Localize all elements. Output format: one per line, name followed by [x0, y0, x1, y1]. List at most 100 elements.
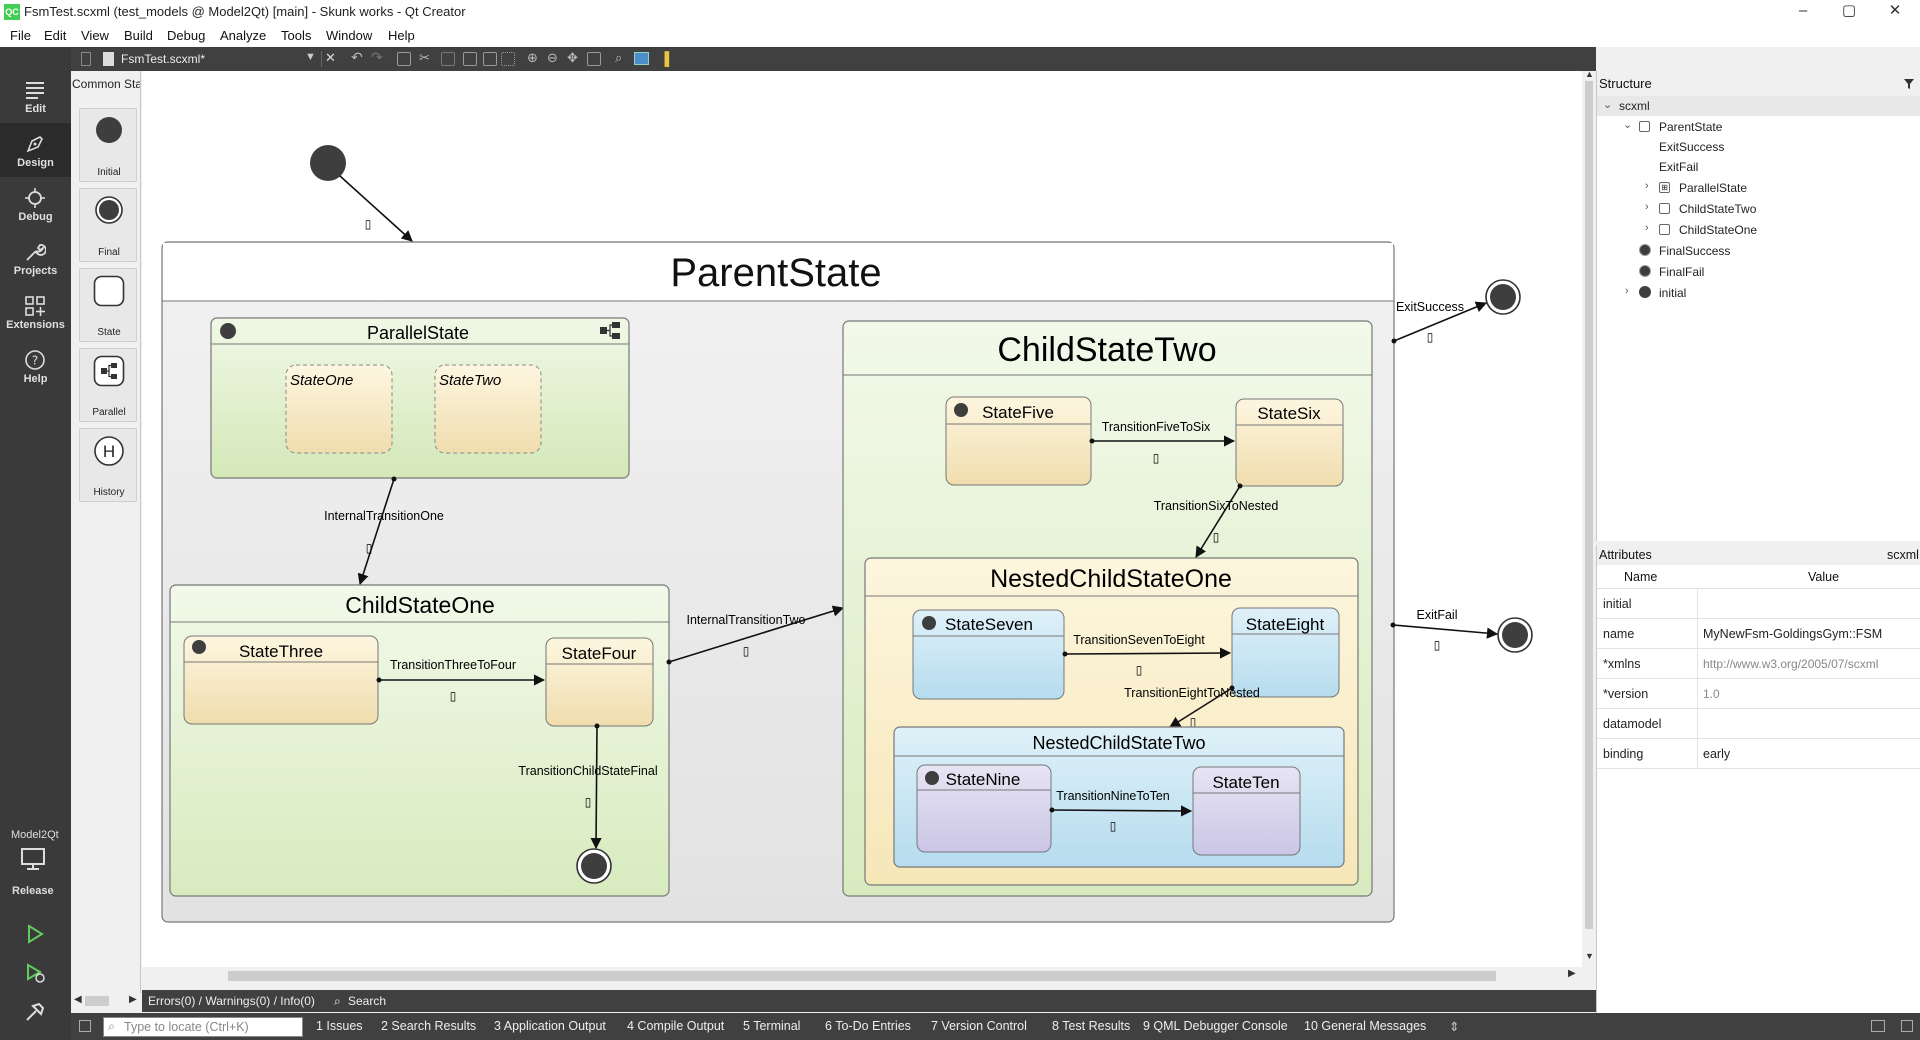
palette-item-initial[interactable]: Initial — [79, 108, 137, 182]
search-label[interactable]: Search — [348, 994, 387, 1008]
search-icon[interactable]: ⌕ — [334, 994, 341, 1008]
maximize-button[interactable]: ▢ — [1841, 2, 1857, 19]
state-two[interactable] — [434, 364, 542, 454]
canvas-vertical-scrollbar[interactable]: ▲ ▼ — [1582, 69, 1596, 967]
magnifier-icon[interactable]: ⌕ — [615, 50, 623, 65]
vertical-scroll-thumb[interactable] — [1585, 81, 1593, 929]
mode-projects[interactable]: Projects — [0, 231, 71, 285]
menu-analyze[interactable]: Analyze — [220, 28, 267, 43]
transition-nine-to-ten[interactable] — [1050, 805, 1193, 817]
build-button[interactable] — [24, 1001, 46, 1026]
run-button[interactable] — [24, 923, 46, 948]
zoom-in-icon[interactable]: ⊕ — [527, 50, 538, 65]
paste-icon[interactable] — [441, 52, 455, 66]
progress-details-icon[interactable] — [1871, 1020, 1885, 1032]
pane-version-control[interactable]: 7 Version Control — [931, 1019, 1027, 1033]
state-six[interactable] — [1235, 398, 1344, 487]
fit-to-view-icon[interactable] — [587, 52, 601, 66]
menu-tools[interactable]: Tools — [281, 28, 312, 43]
pane-issues[interactable]: 1 Issues — [316, 1019, 363, 1033]
navigator-icon[interactable] — [634, 52, 649, 65]
tree-item-finalfail[interactable]: FinalFail — [1597, 261, 1920, 281]
palette-item-state[interactable]: State — [79, 268, 137, 342]
toggle-sidebar-icon[interactable] — [79, 1020, 91, 1032]
palette-scrollbar[interactable]: ◀ ▶ — [71, 993, 141, 1009]
menu-help[interactable]: Help — [388, 28, 415, 43]
kit-selector[interactable] — [20, 847, 52, 887]
palette-item-parallel[interactable]: Parallel — [79, 348, 137, 422]
transition-seven-to-eight[interactable] — [1063, 647, 1232, 659]
palette-item-history[interactable]: H History — [79, 428, 137, 502]
menu-build[interactable]: Build — [124, 28, 153, 43]
exit-success-transition[interactable] — [1393, 301, 1488, 342]
tree-item-parallelstate[interactable]: › ⊞ ParallelState — [1645, 180, 1748, 195]
redo-icon[interactable]: ↷ — [371, 49, 383, 65]
transition-child-state-final[interactable] — [590, 725, 602, 850]
pane-terminal[interactable]: 5 Terminal — [743, 1019, 801, 1033]
tree-item-exitsuccess[interactable]: ExitSuccess — [1659, 140, 1725, 154]
file-tab[interactable]: FsmTest.scxml* — [121, 52, 205, 66]
file-dropdown-icon[interactable]: ▼ — [305, 51, 316, 63]
transition-eight-to-nested[interactable] — [1169, 687, 1233, 728]
locator-input[interactable]: ⌕ Type to locate (Ctrl+K) — [103, 1017, 303, 1037]
transition-six-to-nested[interactable] — [1195, 485, 1241, 558]
initial-state[interactable] — [310, 145, 346, 181]
state-ten[interactable] — [1192, 766, 1301, 856]
mode-design[interactable]: Design — [0, 123, 71, 177]
state-one[interactable] — [285, 364, 393, 454]
adjust-size-icon[interactable] — [501, 52, 515, 66]
menu-view[interactable]: View — [81, 28, 109, 43]
scroll-up-icon[interactable]: ▲ — [1585, 69, 1594, 79]
tree-item-scxml[interactable]: ⌄ scxml — [1597, 96, 1920, 116]
attribute-row-initial[interactable]: initial — [1597, 589, 1920, 619]
internal-transition-one[interactable] — [357, 478, 395, 586]
tree-item-childstateone[interactable]: › ChildStateOne — [1645, 222, 1758, 237]
pane-application-output[interactable]: 3 Application Output — [494, 1019, 606, 1033]
tree-item-finalsuccess[interactable]: FinalSuccess — [1597, 240, 1920, 260]
close-button[interactable]: ✕ — [1888, 2, 1902, 19]
menu-edit[interactable]: Edit — [44, 28, 67, 43]
state-eight[interactable] — [1231, 607, 1340, 698]
scroll-down-icon[interactable]: ▼ — [1585, 951, 1594, 961]
attribute-row-datamodel[interactable]: datamodel — [1597, 709, 1920, 739]
pane-compile-output[interactable]: 4 Compile Output — [627, 1019, 725, 1033]
zoom-out-icon[interactable]: ⊖ — [547, 50, 558, 65]
copy-icon[interactable] — [397, 52, 411, 66]
horizontal-scroll-thumb[interactable] — [228, 971, 1496, 981]
undo-icon[interactable]: ↶ — [351, 49, 363, 65]
pane-chooser-icon[interactable]: ⇕ — [1449, 1020, 1460, 1034]
tree-item-exitfail[interactable]: ExitFail — [1659, 160, 1699, 174]
minimize-button[interactable]: – — [1798, 2, 1808, 19]
cut-icon[interactable]: ✂ — [419, 50, 430, 65]
tree-item-childstatetwo[interactable]: › ChildStateTwo — [1645, 201, 1757, 216]
debug-run-button[interactable] — [24, 962, 46, 987]
pane-general-messages[interactable]: 10 General Messages — [1304, 1019, 1427, 1033]
internal-transition-two[interactable] — [668, 605, 845, 663]
column-value[interactable]: Value — [1808, 570, 1840, 584]
menu-file[interactable]: File — [10, 28, 31, 43]
pane-test-results[interactable]: 8 Test Results — [1052, 1019, 1131, 1033]
issues-summary[interactable]: Errors(0) / Warnings(0) / Info(0) — [148, 994, 315, 1008]
tree-item-initial[interactable]: › initial — [1625, 285, 1687, 300]
export-icon[interactable] — [483, 52, 497, 66]
initial-transition[interactable] — [339, 175, 413, 242]
tree-item-parentstate[interactable]: ⌄ ParentState — [1623, 119, 1723, 134]
mode-help[interactable]: ? Help — [0, 339, 71, 393]
palette-item-final[interactable]: Final — [79, 188, 137, 262]
mode-debug[interactable]: Debug — [0, 177, 71, 231]
mode-extensions[interactable]: Extensions — [0, 285, 71, 339]
column-name[interactable]: Name — [1624, 570, 1658, 584]
toggle-right-sidebar-icon[interactable] — [1901, 1020, 1913, 1032]
pan-icon[interactable]: ✥ — [567, 50, 578, 65]
statistics-icon[interactable]: ▐ — [660, 51, 670, 66]
close-document-icon[interactable]: ✕ — [325, 50, 336, 65]
mode-edit[interactable]: Edit — [0, 69, 71, 123]
pane-search-results[interactable]: 2 Search Results — [381, 1019, 477, 1033]
pane-qml-debugger-console[interactable]: 9 QML Debugger Console — [1143, 1019, 1288, 1033]
canvas-horizontal-scrollbar[interactable]: ▶ — [142, 967, 1596, 983]
menu-debug[interactable]: Debug — [167, 28, 206, 43]
